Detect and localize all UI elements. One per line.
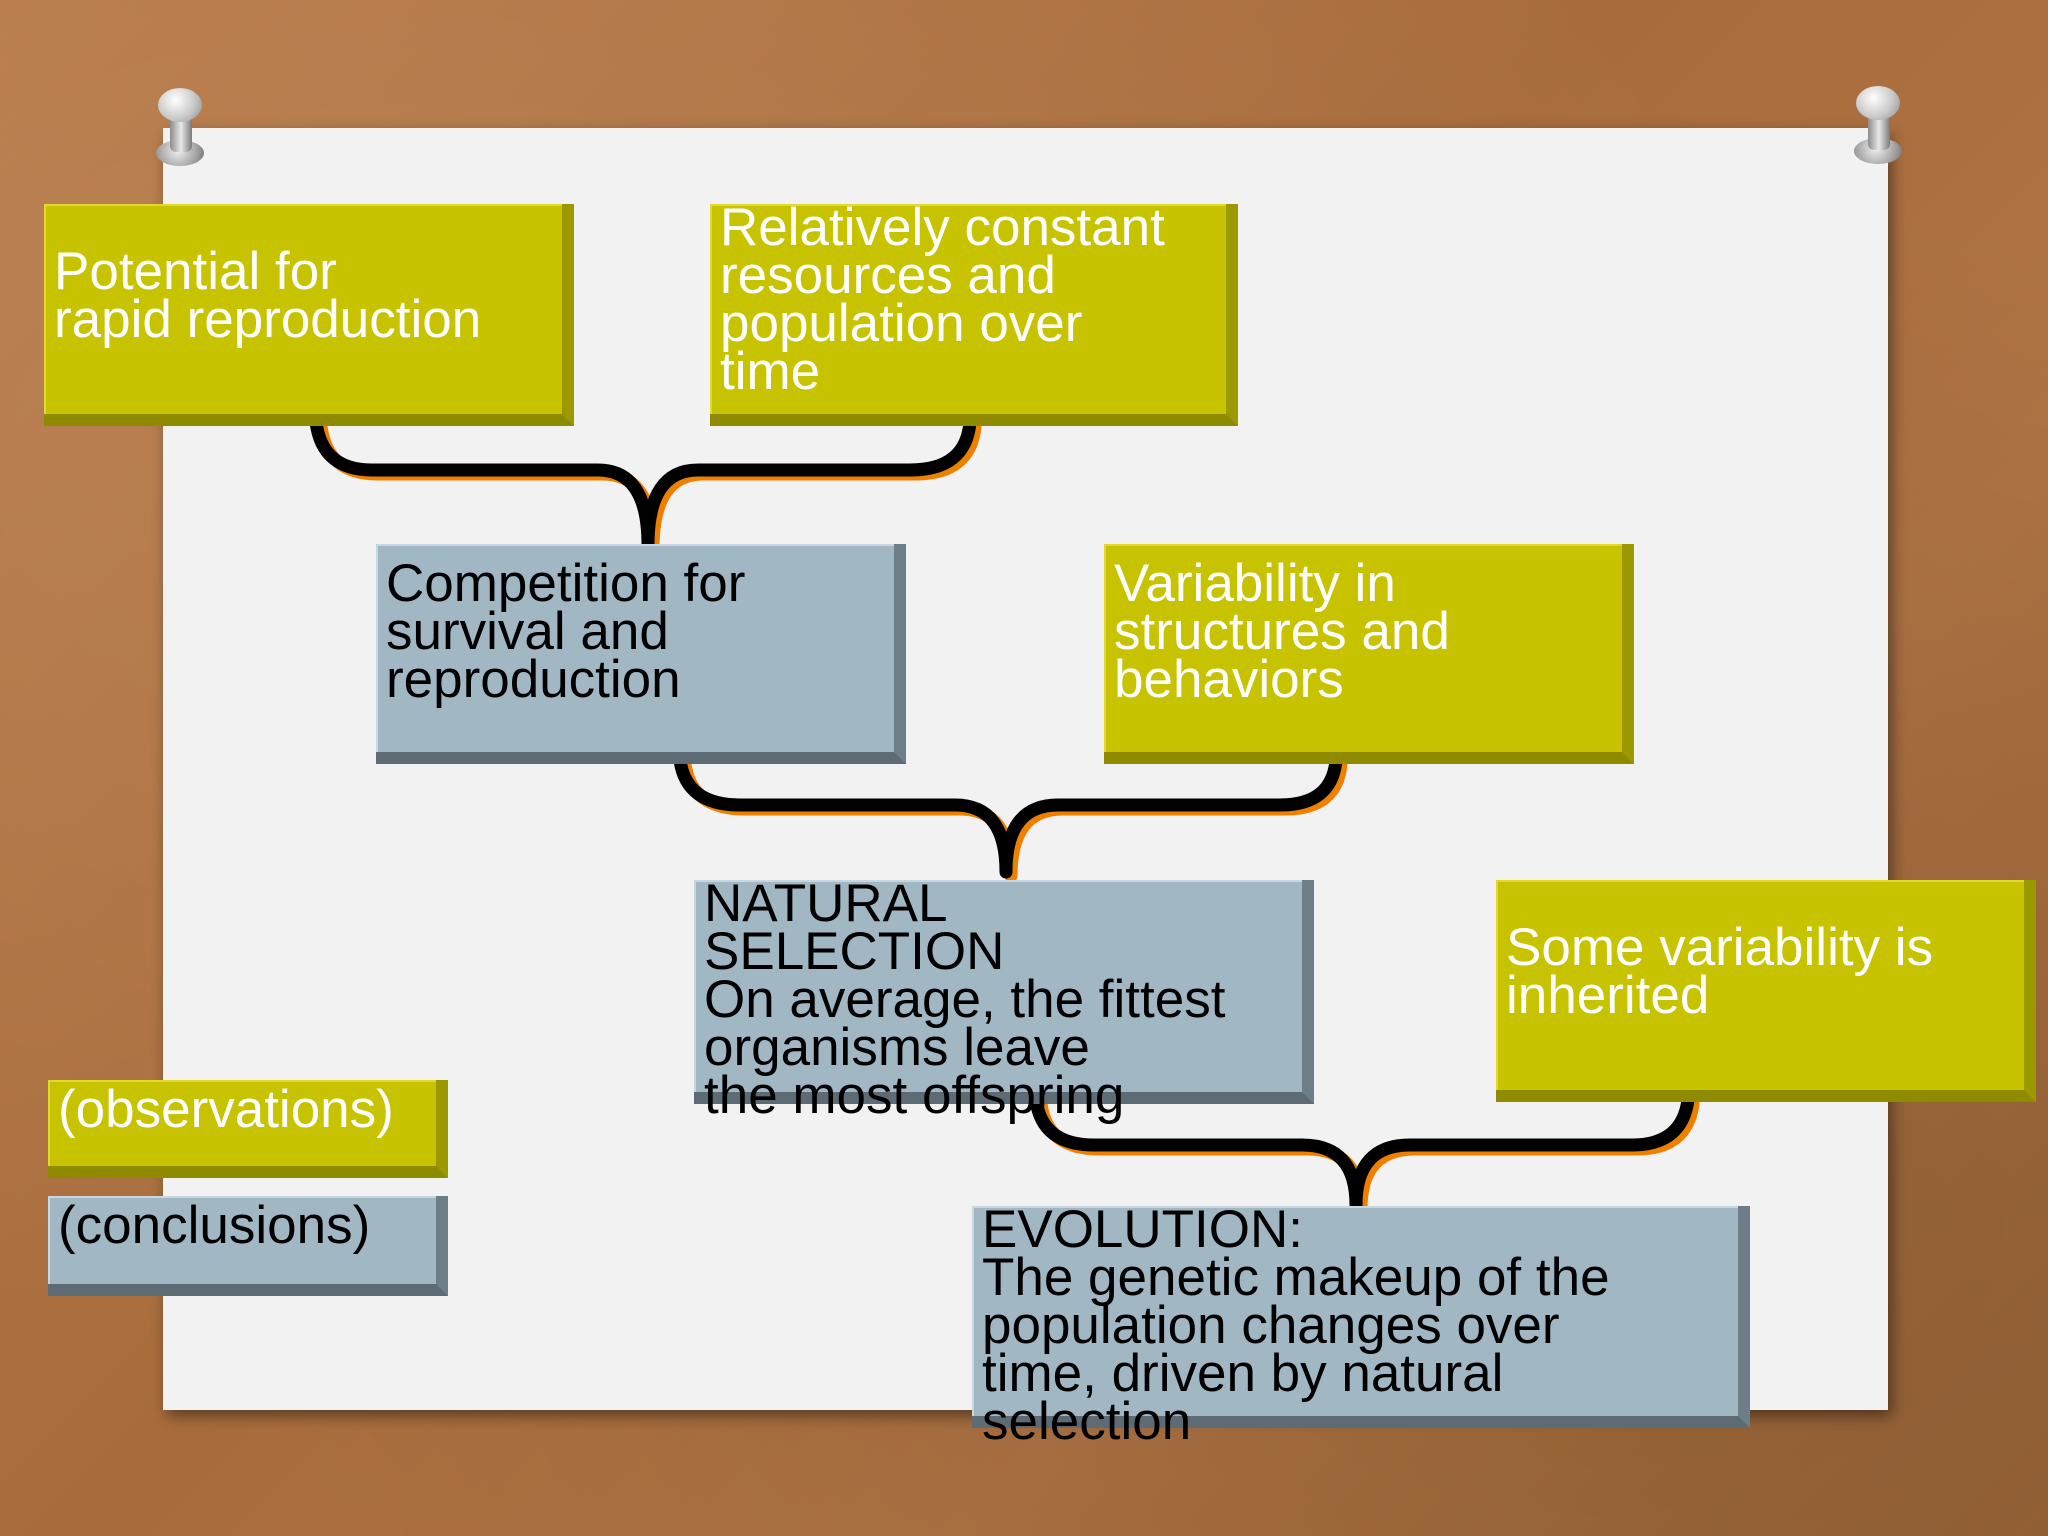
box-variability: Variability in structures and behaviors [1104,544,1634,764]
right-pushpin-icon [1848,86,1908,166]
box-rapid-reproduction-text: Potential for rapid reproduction [54,242,482,349]
box-rapid-reproduction: Potential for rapid reproduction [44,204,574,426]
left-pushpin-icon [150,88,210,168]
box-evolution-text: EVOLUTION: The genetic makeup of the pop… [982,1200,1610,1451]
legend-conclusions-label: (conclusions) [58,1196,371,1255]
box-inherited-text: Some variability is inherited [1506,918,1934,1025]
box-variability-text: Variability in structures and behaviors [1114,554,1450,709]
legend-conclusions: (conclusions) [48,1196,448,1296]
box-evolution: EVOLUTION: The genetic makeup of the pop… [972,1203,1750,1448]
legend-observations: (observations) [48,1080,448,1178]
box-constant-resources-text: Relatively constant resources and popula… [720,198,1165,401]
box-competition: Competition for survival and reproductio… [376,544,906,764]
box-competition-text: Competition for survival and reproductio… [386,554,746,709]
legend-observations-label: (observations) [58,1080,394,1139]
box-natural-selection: NATURAL SELECTION On average, the fittes… [694,877,1314,1122]
box-natural-selection-text: NATURAL SELECTION On average, the fittes… [704,874,1226,1125]
box-inherited: Some variability is inherited [1496,880,2036,1102]
box-constant-resources: Relatively constant resources and popula… [710,198,1238,426]
